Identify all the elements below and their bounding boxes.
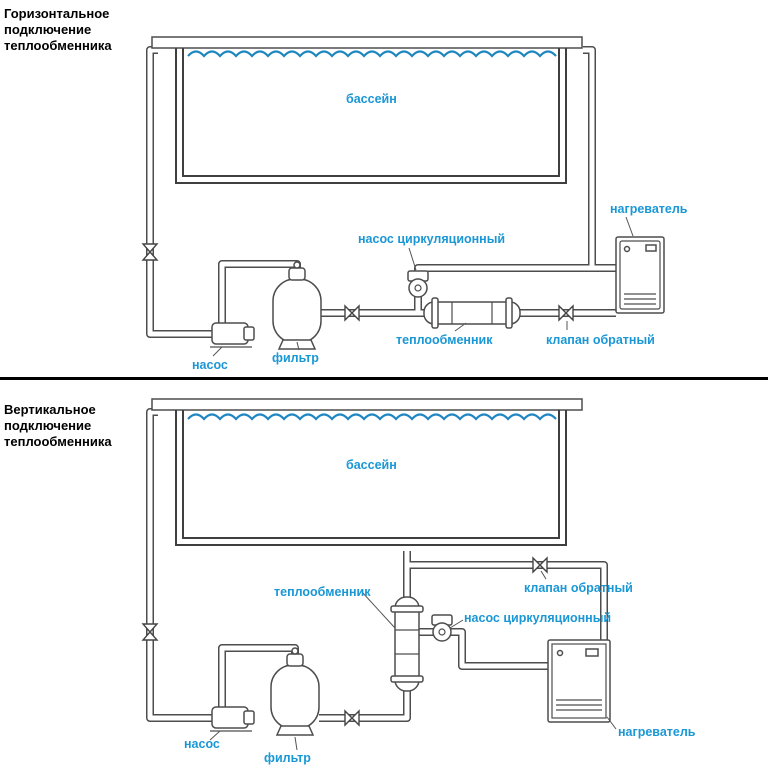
heater-label: нагреватель — [610, 202, 688, 216]
heater-symbol — [615, 236, 665, 314]
valve-symbol — [344, 304, 360, 322]
check-valve-symbol — [558, 304, 574, 322]
water-wave — [187, 50, 557, 58]
title-line: теплообменника — [4, 38, 112, 53]
water-wave — [187, 413, 557, 421]
filter-label: фильтр — [264, 751, 311, 765]
circulation-pump-symbol — [407, 270, 429, 298]
heat-exchanger-symbol — [390, 596, 424, 692]
circulation-pump-symbol — [431, 614, 453, 642]
pool — [151, 398, 583, 546]
filter-symbol — [272, 261, 322, 350]
heat-exchanger-label: теплообменник — [396, 333, 493, 347]
check-valve-label: клапан обратный — [524, 581, 633, 595]
title-line: подключение — [4, 418, 92, 433]
section-divider — [0, 377, 768, 380]
heat-exchanger-symbol — [423, 297, 521, 329]
valve-symbol — [141, 243, 159, 261]
title-line: теплообменника — [4, 434, 112, 449]
filter-symbol — [270, 647, 320, 736]
title-line: Вертикальное — [4, 402, 96, 417]
pump-label: насос — [184, 737, 220, 751]
pipes-bottom — [146, 408, 608, 722]
title-line: подключение — [4, 22, 92, 37]
pool — [151, 36, 583, 184]
pool-label: бассейн — [346, 92, 397, 106]
check-valve-symbol — [532, 556, 548, 574]
top-diagram-title: Горизонтальное подключение теплообменник… — [4, 6, 112, 54]
pump-label: насос — [192, 358, 228, 372]
filter-label: фильтр — [272, 351, 319, 365]
check-valve-label: клапан обратный — [546, 333, 655, 347]
circulation-pump-label: насос циркуляционный — [358, 232, 506, 246]
pool-label: бассейн — [346, 458, 397, 472]
pump-symbol — [210, 706, 255, 732]
circulation-pump-label: насос циркуляционный — [464, 611, 612, 625]
leader-lines-bottom — [209, 570, 617, 751]
bottom-diagram-title: Вертикальное подключение теплообменника — [4, 402, 112, 450]
leader-lines-top — [212, 216, 634, 357]
valve-symbol — [344, 709, 360, 727]
top-diagram-drawing — [141, 36, 665, 357]
pump-symbol — [210, 322, 255, 348]
heater-label: нагреватель — [618, 725, 696, 739]
heater-symbol — [547, 639, 611, 723]
valve-symbol — [141, 623, 159, 641]
title-line: Горизонтальное — [4, 6, 110, 21]
heat-exchanger-label: теплообменник — [274, 585, 371, 599]
bottom-diagram-drawing — [141, 398, 617, 751]
